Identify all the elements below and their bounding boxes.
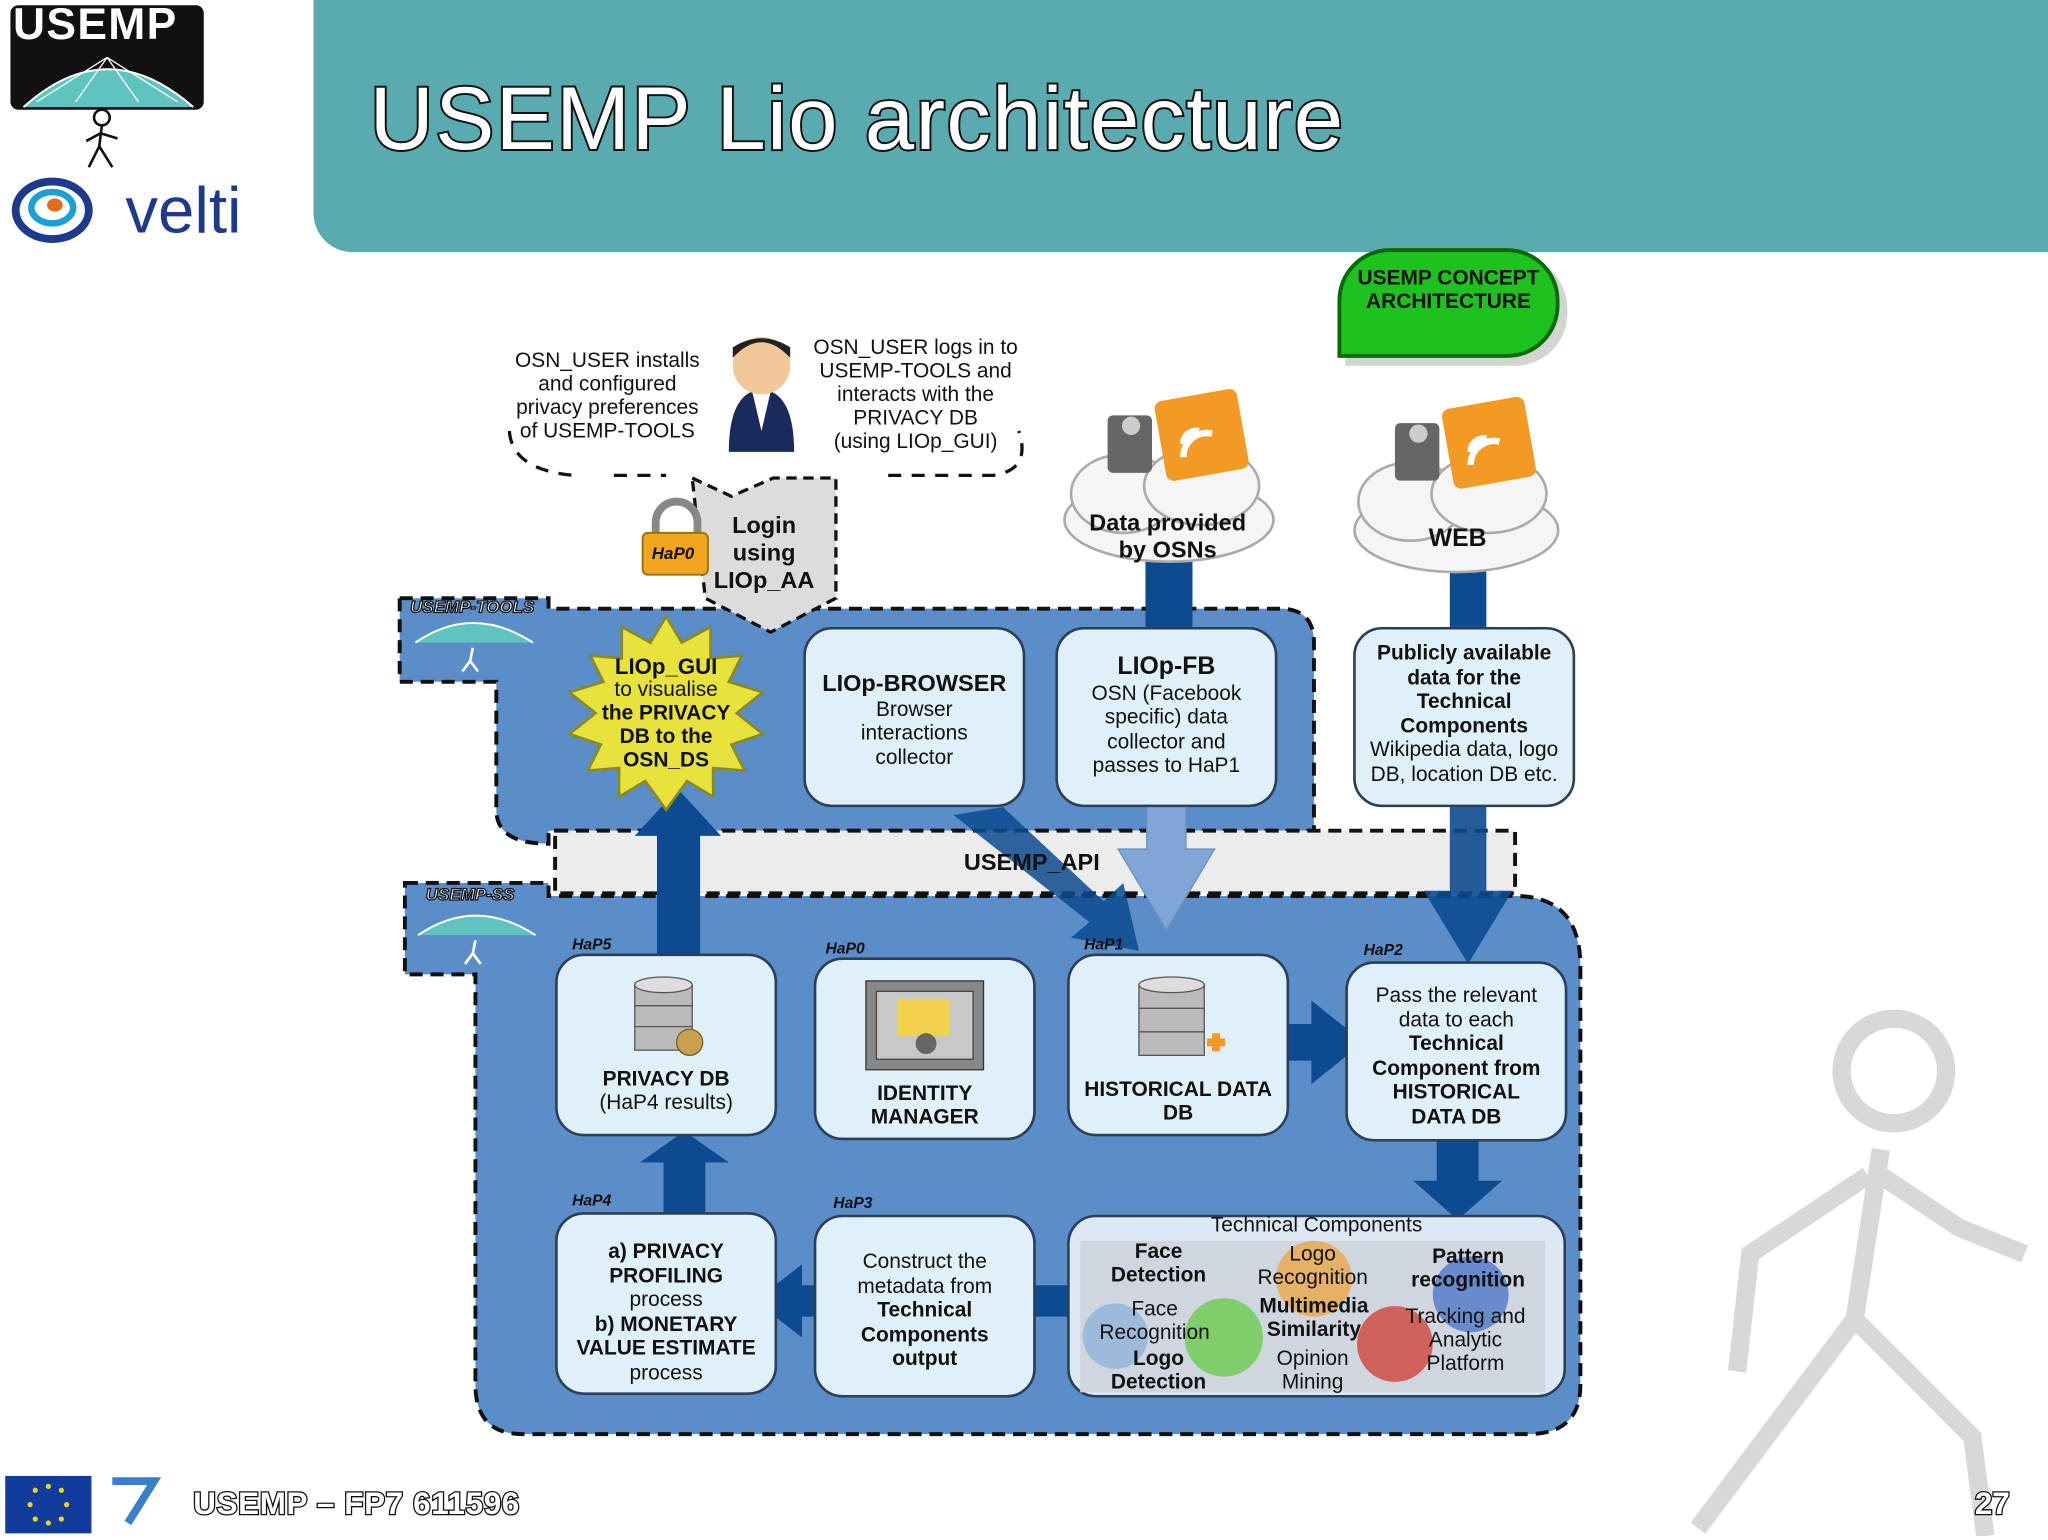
hap4-label: HaP4 xyxy=(572,1191,612,1210)
gear-green-icon xyxy=(1184,1298,1264,1377)
liop-gui-text[interactable]: LIOp_GUI to visualise the PRIVACY DB to … xyxy=(601,654,731,772)
tech-components-title: Technical Components xyxy=(1210,1214,1423,1237)
slide-title: USEMP Lio architecture xyxy=(368,67,1346,170)
page-number: 27 xyxy=(1974,1485,2011,1523)
gear-red-icon xyxy=(1357,1306,1433,1382)
tech-item-logo-recognition: Logo Recognition xyxy=(1257,1243,1368,1290)
tech-item-pattern-recognition: Pattern recognition xyxy=(1411,1246,1525,1292)
osn-cloud xyxy=(1063,389,1275,563)
fb-to-hap1-arrow xyxy=(1116,803,1216,932)
gear-lightblue-icon xyxy=(1082,1303,1149,1369)
profiling-to-privacy-db-arrow xyxy=(639,1131,729,1218)
hap1-label: HaP1 xyxy=(1084,935,1124,954)
faded-walker-icon xyxy=(1690,1009,2028,1536)
public-to-hap2-arrow xyxy=(1423,804,1513,964)
tech-item-face-recognition: Face Recognition xyxy=(1099,1298,1210,1344)
liop-gui-star xyxy=(566,613,766,813)
web-cloud-label: WEB xyxy=(1428,525,1487,553)
usemp-tools-label: USEMP-TOOLS xyxy=(409,596,535,617)
hap2-to-tech-arrow xyxy=(1413,1138,1503,1220)
tech-item-face-detection: Face Detection xyxy=(1110,1240,1207,1287)
osn-to-fb-arrow xyxy=(1145,561,1193,627)
database-icon xyxy=(634,976,704,1056)
privacy-db-box[interactable]: PRIVACY DB (HaP4 results) xyxy=(555,953,778,1137)
historical-to-hap2-arrow xyxy=(1277,1000,1364,1085)
gear-blue-icon xyxy=(1432,1256,1509,1333)
tech-item-tracking-platform: Tracking and Analytic Platform xyxy=(1405,1306,1526,1376)
padlock-icon xyxy=(641,497,709,576)
tech-item-logo-detection: Logo Detection xyxy=(1110,1347,1207,1394)
eu-stars-icon xyxy=(27,1483,70,1526)
user-note-outline xyxy=(507,430,1024,478)
browser-to-hap1-arrow xyxy=(953,807,1139,951)
usemp-logo xyxy=(10,5,204,110)
hap0-label: HaP0 xyxy=(825,939,865,958)
web-cloud xyxy=(1353,396,1560,574)
footer-text: USEMP – FP7 611596 xyxy=(192,1485,521,1523)
gear-orange-icon xyxy=(1276,1240,1352,1317)
osn-user-avatar xyxy=(728,336,795,452)
velti-logo-text: velti xyxy=(125,173,242,247)
walking-person-icon xyxy=(85,108,118,168)
header-band xyxy=(313,0,2048,253)
technical-components-box[interactable]: Technical Components Face Detection Logo… xyxy=(1067,1214,1567,1398)
hap0-lock-label: HaP0 xyxy=(651,543,695,563)
usemp-ss-label: USEMP-SS xyxy=(425,884,515,905)
fp7-logo xyxy=(102,1476,165,1533)
usemp-ss-umbrella-icon xyxy=(417,914,537,965)
hap5-label: HaP5 xyxy=(572,935,612,954)
identity-manager-box[interactable]: IDENTITY MANAGER xyxy=(813,957,1036,1141)
hap3-to-hap4-arrow xyxy=(754,1264,836,1338)
historical-db-box[interactable]: HISTORICAL DATA DB xyxy=(1067,953,1290,1137)
concept-architecture-bubble[interactable]: USEMP CONCEPT ARCHITECTURE xyxy=(1337,248,1560,358)
eu-flag-icon xyxy=(5,1475,92,1534)
usemp-tools-umbrella-icon xyxy=(414,622,534,673)
velti-swirl-icon xyxy=(11,177,93,243)
tech-item-multimedia-similarity: Multimedia Similarity xyxy=(1259,1295,1369,1342)
hap2-label: HaP2 xyxy=(1363,940,1403,959)
privacy-db-to-gui-arrow xyxy=(634,788,721,954)
database-add-icon xyxy=(1138,976,1226,1056)
fp7-seven-icon xyxy=(112,1477,162,1526)
usemp-logo-text: USEMP xyxy=(13,0,178,50)
tech-components-grid: Face Detection Logo Recognition Pattern … xyxy=(1080,1240,1546,1394)
hap3-label: HaP3 xyxy=(833,1193,873,1213)
umbrella-icon xyxy=(22,56,194,108)
usemp-api-label: USEMP_API xyxy=(963,848,1100,876)
tech-item-opinion-mining: Opinion Mining xyxy=(1276,1347,1349,1394)
safe-icon xyxy=(865,980,985,1071)
login-arrow xyxy=(690,475,838,635)
